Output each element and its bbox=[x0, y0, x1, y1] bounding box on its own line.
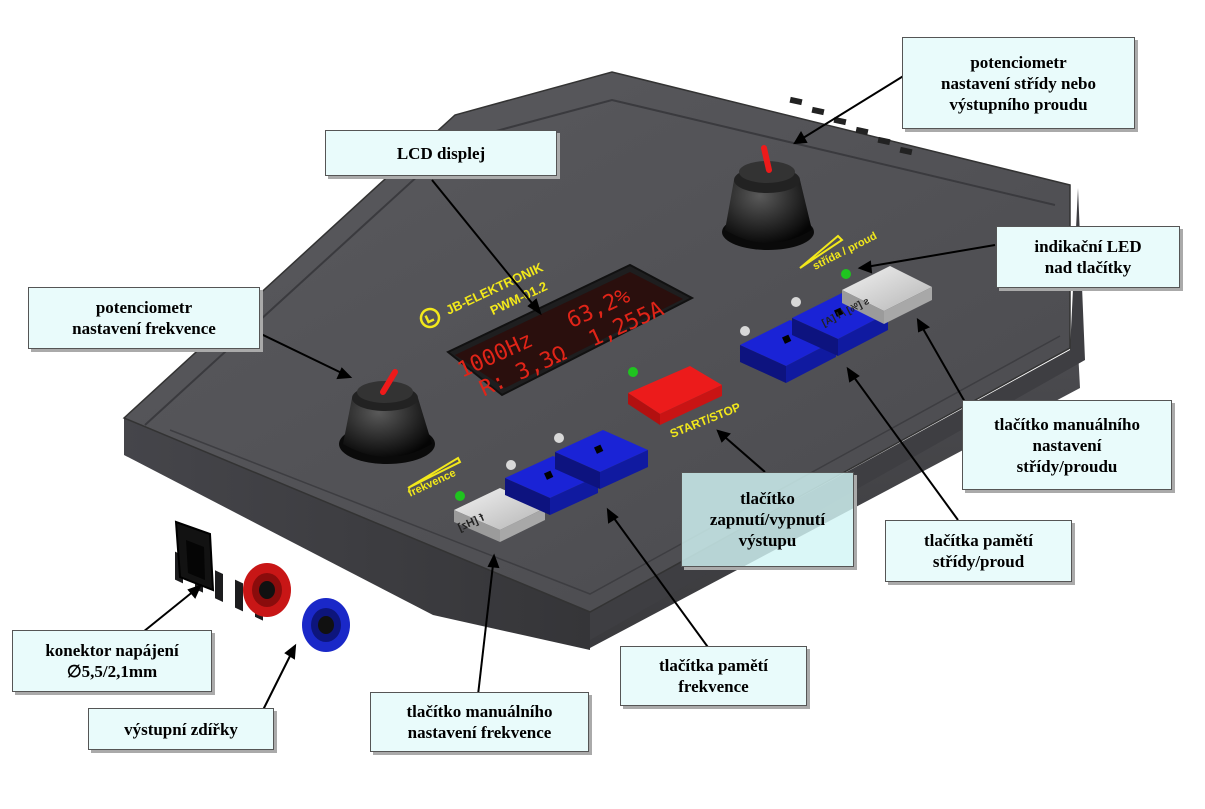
callout-output-jacks: výstupní zdířky bbox=[88, 708, 274, 750]
callout-manual-duty-line2: nastavení bbox=[1032, 435, 1102, 455]
freq-memory-key-2[interactable] bbox=[555, 430, 648, 489]
callout-pot-freq-line1: potenciometr bbox=[95, 298, 193, 317]
callout-frequency-memory-keys: tlačítka pamětí frekvence bbox=[620, 646, 807, 706]
callout-manual-frequency-key: tlačítko manuálního nastavení frekvence bbox=[370, 692, 589, 752]
callout-start-stop-line2: zapnutí/vypnutí bbox=[709, 510, 826, 529]
power-connector[interactable] bbox=[174, 520, 215, 592]
top-edge-groove bbox=[144, 98, 1056, 426]
callout-power-connector: konektor napájení ∅5,5/2,1mm bbox=[12, 630, 212, 692]
duty-keys: s [%] / I [A] bbox=[740, 266, 932, 383]
callout-led-line2: nad tlačítky bbox=[1044, 258, 1132, 277]
output-jack-blue[interactable] bbox=[302, 598, 350, 652]
frequency-keys: f [Hz] bbox=[454, 430, 648, 542]
logo-emblem bbox=[419, 307, 441, 329]
duty-memory-led-1 bbox=[740, 326, 750, 336]
callout-start-stop-line1: tlačítko bbox=[740, 489, 795, 508]
freq-memory-led-2 bbox=[554, 433, 564, 443]
panel-groove bbox=[169, 335, 1061, 595]
callout-lcd-display: LCD displej bbox=[325, 130, 557, 176]
vent-slots-right bbox=[789, 96, 913, 156]
callout-pot-duty-line1: potenciometr bbox=[970, 52, 1067, 72]
freq-manual-led bbox=[455, 491, 465, 501]
duty-memory-led-2 bbox=[791, 297, 801, 307]
duty-knob[interactable] bbox=[722, 145, 814, 250]
callout-jacks-line1: výstupní zdířky bbox=[124, 719, 238, 739]
callout-manual-duty-key: tlačítko manuálního nastavení střídy/pro… bbox=[962, 400, 1172, 490]
callout-duty-memory-keys: tlačítka pamětí střídy/proud bbox=[885, 520, 1072, 582]
callout-manual-freq-line1: tlačítko manuálního bbox=[406, 702, 553, 721]
duty-manual-led bbox=[841, 269, 851, 279]
frequency-knob[interactable] bbox=[339, 369, 435, 464]
callout-frequency-potentiometer: potenciometr nastavení frekvence bbox=[28, 287, 260, 349]
callout-led-line1: indikační LED bbox=[1034, 237, 1142, 256]
callout-pot-duty-line2: nastavení střídy nebo bbox=[941, 73, 1096, 93]
callout-indicator-led: indikační LED nad tlačítky bbox=[996, 226, 1180, 288]
enclosure-left-side bbox=[124, 418, 590, 650]
freq-memory-led-1 bbox=[506, 460, 516, 470]
callout-manual-duty-line1: tlačítko manuálního bbox=[994, 414, 1140, 434]
output-jack-red[interactable] bbox=[243, 563, 291, 617]
leader-lines bbox=[142, 74, 996, 713]
callout-manual-duty-line3: střídy/proudu bbox=[1016, 456, 1118, 476]
start-stop-button[interactable] bbox=[628, 366, 722, 425]
callout-power-line1: konektor napájení bbox=[45, 641, 179, 660]
callout-mem-duty-line2: střídy/proud bbox=[932, 552, 1025, 571]
callout-power-line2: ∅5,5/2,1mm bbox=[66, 662, 158, 681]
callout-manual-freq-line2: nastavení frekvence bbox=[407, 723, 552, 742]
callout-mem-freq-line2: frekvence bbox=[678, 677, 749, 696]
callout-mem-freq-line1: tlačítka pamětí bbox=[658, 656, 769, 675]
callout-pot-duty-line3: výstupního proudu bbox=[949, 94, 1088, 114]
start-stop-led bbox=[628, 367, 638, 377]
callout-start-stop-key: tlačítko zapnutí/vypnutí výstupu bbox=[681, 472, 854, 567]
callout-mem-duty-line1: tlačítka pamětí bbox=[923, 531, 1034, 550]
callout-start-stop-line3: výstupu bbox=[738, 531, 797, 550]
callout-duty-potentiometer: potenciometr nastavení střídy nebo výstu… bbox=[902, 37, 1135, 129]
callout-lcd-line1: LCD displej bbox=[396, 143, 486, 163]
callout-pot-freq-line2: nastavení frekvence bbox=[72, 319, 216, 338]
